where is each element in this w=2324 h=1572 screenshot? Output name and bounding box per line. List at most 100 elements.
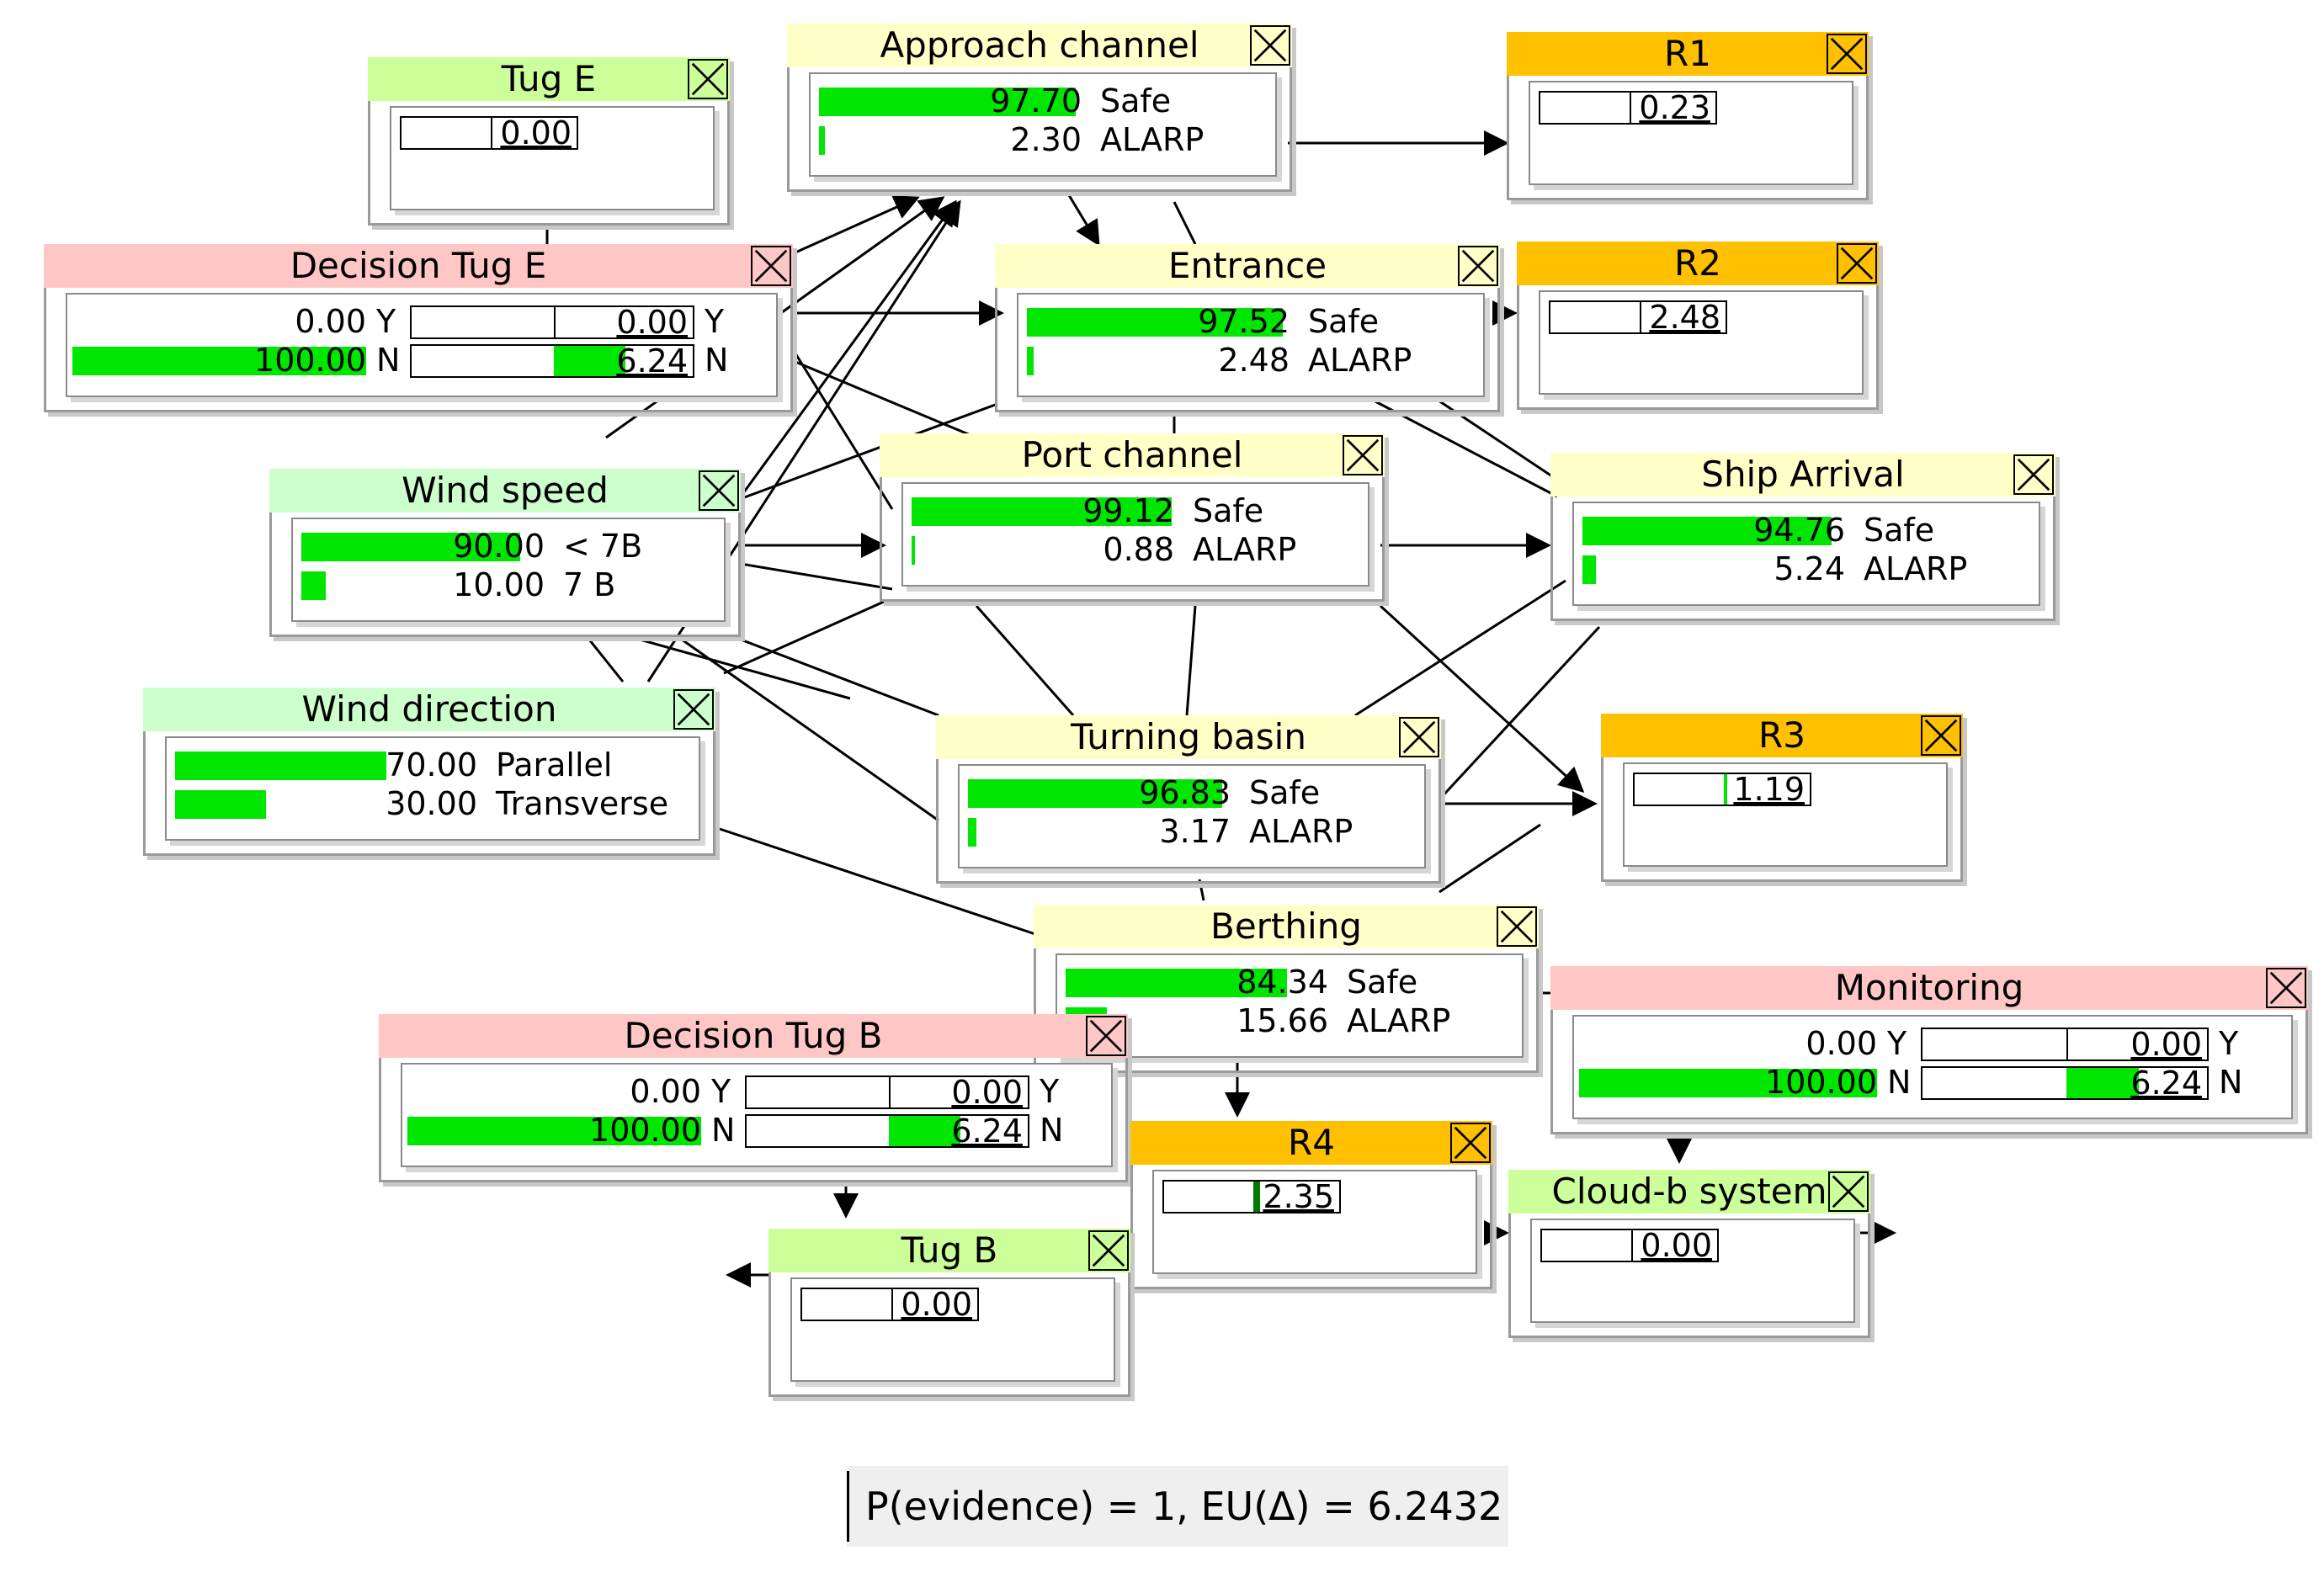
close-icon[interactable] (699, 470, 739, 511)
expected-utility-box: 0.00 (410, 305, 694, 339)
state-label: N (711, 1112, 736, 1149)
close-icon[interactable] (2266, 968, 2306, 1008)
utility-midline (2066, 1029, 2068, 1060)
utility-value: 2.48 (1649, 299, 1720, 336)
state-label: ALARP (1308, 342, 1412, 379)
utility-box: 0.00 (800, 1288, 979, 1321)
expected-utility-box: 6.24 (1921, 1066, 2209, 1100)
probability-bar (1066, 969, 1288, 997)
close-icon[interactable] (1086, 1016, 1126, 1056)
close-icon[interactable] (1250, 25, 1290, 66)
close-icon[interactable] (1399, 717, 1439, 757)
utility-fill (1724, 774, 1727, 805)
utility-box: 2.48 (1549, 300, 1727, 334)
close-icon[interactable] (2013, 454, 2054, 495)
probability-bar (968, 818, 976, 847)
probability-bar (912, 536, 915, 565)
node-body: 0.00 (390, 106, 715, 210)
state-label: N (1887, 1064, 1912, 1101)
node-title: Monitoring (1550, 966, 2308, 1010)
utility-fill (889, 1116, 960, 1146)
state-probability: 70.00 (386, 746, 477, 783)
expected-utility-box: 6.24 (745, 1114, 1029, 1148)
utility-value: 0.00 (901, 1286, 972, 1323)
state-label: ALARP (1193, 531, 1297, 568)
state-probability: 2.48 (1218, 342, 1290, 379)
edge-decisiontuge-approach (795, 195, 920, 254)
utility-value: 0.00 (2130, 1026, 2202, 1063)
node-body: 0.00 (1530, 1219, 1855, 1323)
close-icon[interactable] (1921, 715, 1961, 756)
probability-bar (1027, 347, 1034, 375)
close-icon[interactable] (1837, 243, 1877, 284)
state-label: Transverse (496, 785, 669, 822)
node-title: R1 (1507, 32, 1869, 76)
state-probability: 94.76 (1753, 512, 1845, 549)
expected-utility-box: 6.24 (410, 344, 694, 378)
close-icon[interactable] (1828, 1171, 1869, 1212)
state-label: Safe (1864, 512, 1935, 549)
utility-box: 0.23 (1539, 91, 1717, 125)
probability-bar (1582, 555, 1597, 584)
state-label: Safe (1100, 82, 1172, 119)
node-cloud-b-system[interactable]: Cloud-b system 0.00 (1508, 1170, 1870, 1338)
probability-bar (1582, 517, 1832, 545)
state-label-right: N (2219, 1064, 2243, 1101)
close-icon[interactable] (688, 59, 728, 99)
state-probability: 97.52 (1198, 303, 1290, 340)
close-icon[interactable] (673, 689, 714, 730)
utility-value: 6.24 (951, 1113, 1023, 1150)
state-probability: 100.00 (589, 1112, 701, 1149)
state-label: ALARP (1347, 1002, 1451, 1039)
utility-value: 6.24 (616, 343, 688, 380)
close-icon[interactable] (1497, 906, 1537, 947)
close-icon[interactable] (1088, 1230, 1129, 1271)
close-icon[interactable] (1458, 246, 1498, 286)
utility-box: 0.00 (1540, 1229, 1719, 1262)
close-icon[interactable] (1343, 435, 1383, 475)
node-r1[interactable]: R1 0.23 (1507, 32, 1869, 200)
utility-value: 2.35 (1263, 1178, 1334, 1215)
utility-fill (554, 346, 625, 376)
state-label-right: Y (705, 303, 725, 340)
close-icon[interactable] (751, 246, 791, 286)
state-label: ALARP (1249, 813, 1353, 850)
probability-bar (175, 790, 266, 819)
close-icon[interactable] (1450, 1123, 1491, 1163)
node-title: Cloud-b system (1508, 1170, 1870, 1214)
utility-box: 1.19 (1633, 773, 1811, 806)
node-body: 2.48 (1539, 290, 1864, 395)
node-body: 0.00 (790, 1277, 1115, 1382)
probability-bar (912, 497, 1173, 526)
probability-bar (407, 1117, 701, 1145)
close-icon[interactable] (1827, 34, 1867, 74)
state-probability: 0.00 (295, 303, 366, 340)
